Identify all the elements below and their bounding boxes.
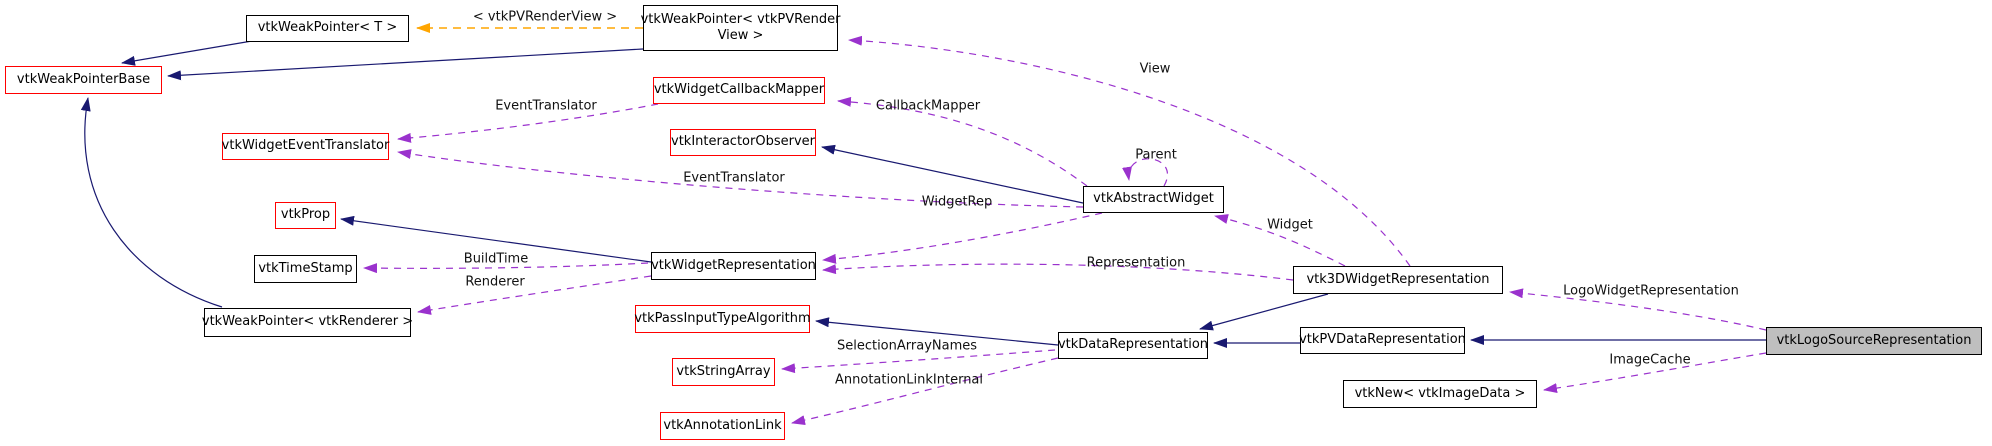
node-vtkwidgetrepresentation[interactable]: vtkWidgetRepresentation [651, 252, 816, 280]
edge-widgetrep [822, 212, 1103, 264]
node-vtkinteractorobserver[interactable]: vtkInteractorObserver [670, 129, 816, 156]
node-vtkpvdatarepresentation[interactable]: vtkPVDataRepresentation [1299, 327, 1466, 354]
node-vtkweakpointer-vtkpvrenderview[interactable]: vtkWeakPointer< vtkPVRender View > [641, 5, 840, 51]
node-vtklogosourcerepresentation: vtkLogoSourceRepresentation [1766, 327, 1982, 355]
node-vtkwidgeteventtranslator[interactable]: vtkWidgetEventTranslator [222, 133, 389, 160]
edge-widget [1214, 214, 1346, 267]
node-vtkweakpointer-vtkrenderer[interactable]: vtkWeakPointer< vtkRenderer > [202, 308, 413, 337]
edge-3dwidgetrep-to-datarepresentation [1199, 293, 1329, 331]
node-vtkwidgetcallbackmapper[interactable]: vtkWidgetCallbackMapper [653, 77, 825, 104]
edge-eventtranslator-from-abstractwidget [397, 149, 1084, 208]
edge-weakpointerpvrv-to-base [167, 48, 644, 81]
node-vtk3dwidgetrepresentation[interactable]: vtk3DWidgetRepresentation [1293, 266, 1503, 294]
edge-widgetrepresentation-to-prop [340, 215, 652, 263]
edge-selectionarraynames [781, 349, 1056, 374]
node-vtktimestamp[interactable]: vtkTimeStamp [254, 255, 357, 283]
node-vtkstringarray[interactable]: vtkStringArray [672, 358, 775, 386]
edge-imagecache [1543, 352, 1767, 394]
node-vtkabstractwidget[interactable]: vtkAbstractWidget [1083, 186, 1224, 213]
edge-callbackmapper [837, 96, 1088, 187]
node-vtkannotationlink[interactable]: vtkAnnotationLink [660, 412, 785, 440]
edge-buildtime [363, 262, 649, 274]
node-vtkweakpointerbase[interactable]: vtkWeakPointerBase [5, 66, 162, 94]
edge-parent-self-loop [1122, 158, 1168, 187]
edge-weakpointerrenderer-to-base [80, 97, 223, 308]
edge-abstractwidget-to-interactorobserver [821, 144, 1084, 204]
node-vtkdatarepresentation[interactable]: vtkDataRepresentation [1058, 332, 1208, 359]
edge-view [848, 35, 1411, 267]
node-vtkweakpointer-t[interactable]: vtkWeakPointer< T > [246, 15, 409, 42]
edge-representation [822, 263, 1294, 281]
node-vtkpassinputtypealgorithm[interactable]: vtkPassInputTypeAlgorithm [634, 305, 811, 333]
edge-renderer [417, 275, 652, 315]
node-vtkprop[interactable]: vtkProp [275, 202, 336, 229]
edge-datarepresentation-to-passinput [815, 317, 1059, 346]
edge-annotationlinkinternal [791, 357, 1059, 426]
edge-weakpointert-to-base [121, 40, 253, 66]
edge-logowidgetrepresentation [1509, 288, 1767, 331]
edge-eventtranslator-from-callbackmapper [397, 103, 659, 143]
node-vtknew-vtkimagedata[interactable]: vtkNew< vtkImageData > [1343, 380, 1537, 408]
